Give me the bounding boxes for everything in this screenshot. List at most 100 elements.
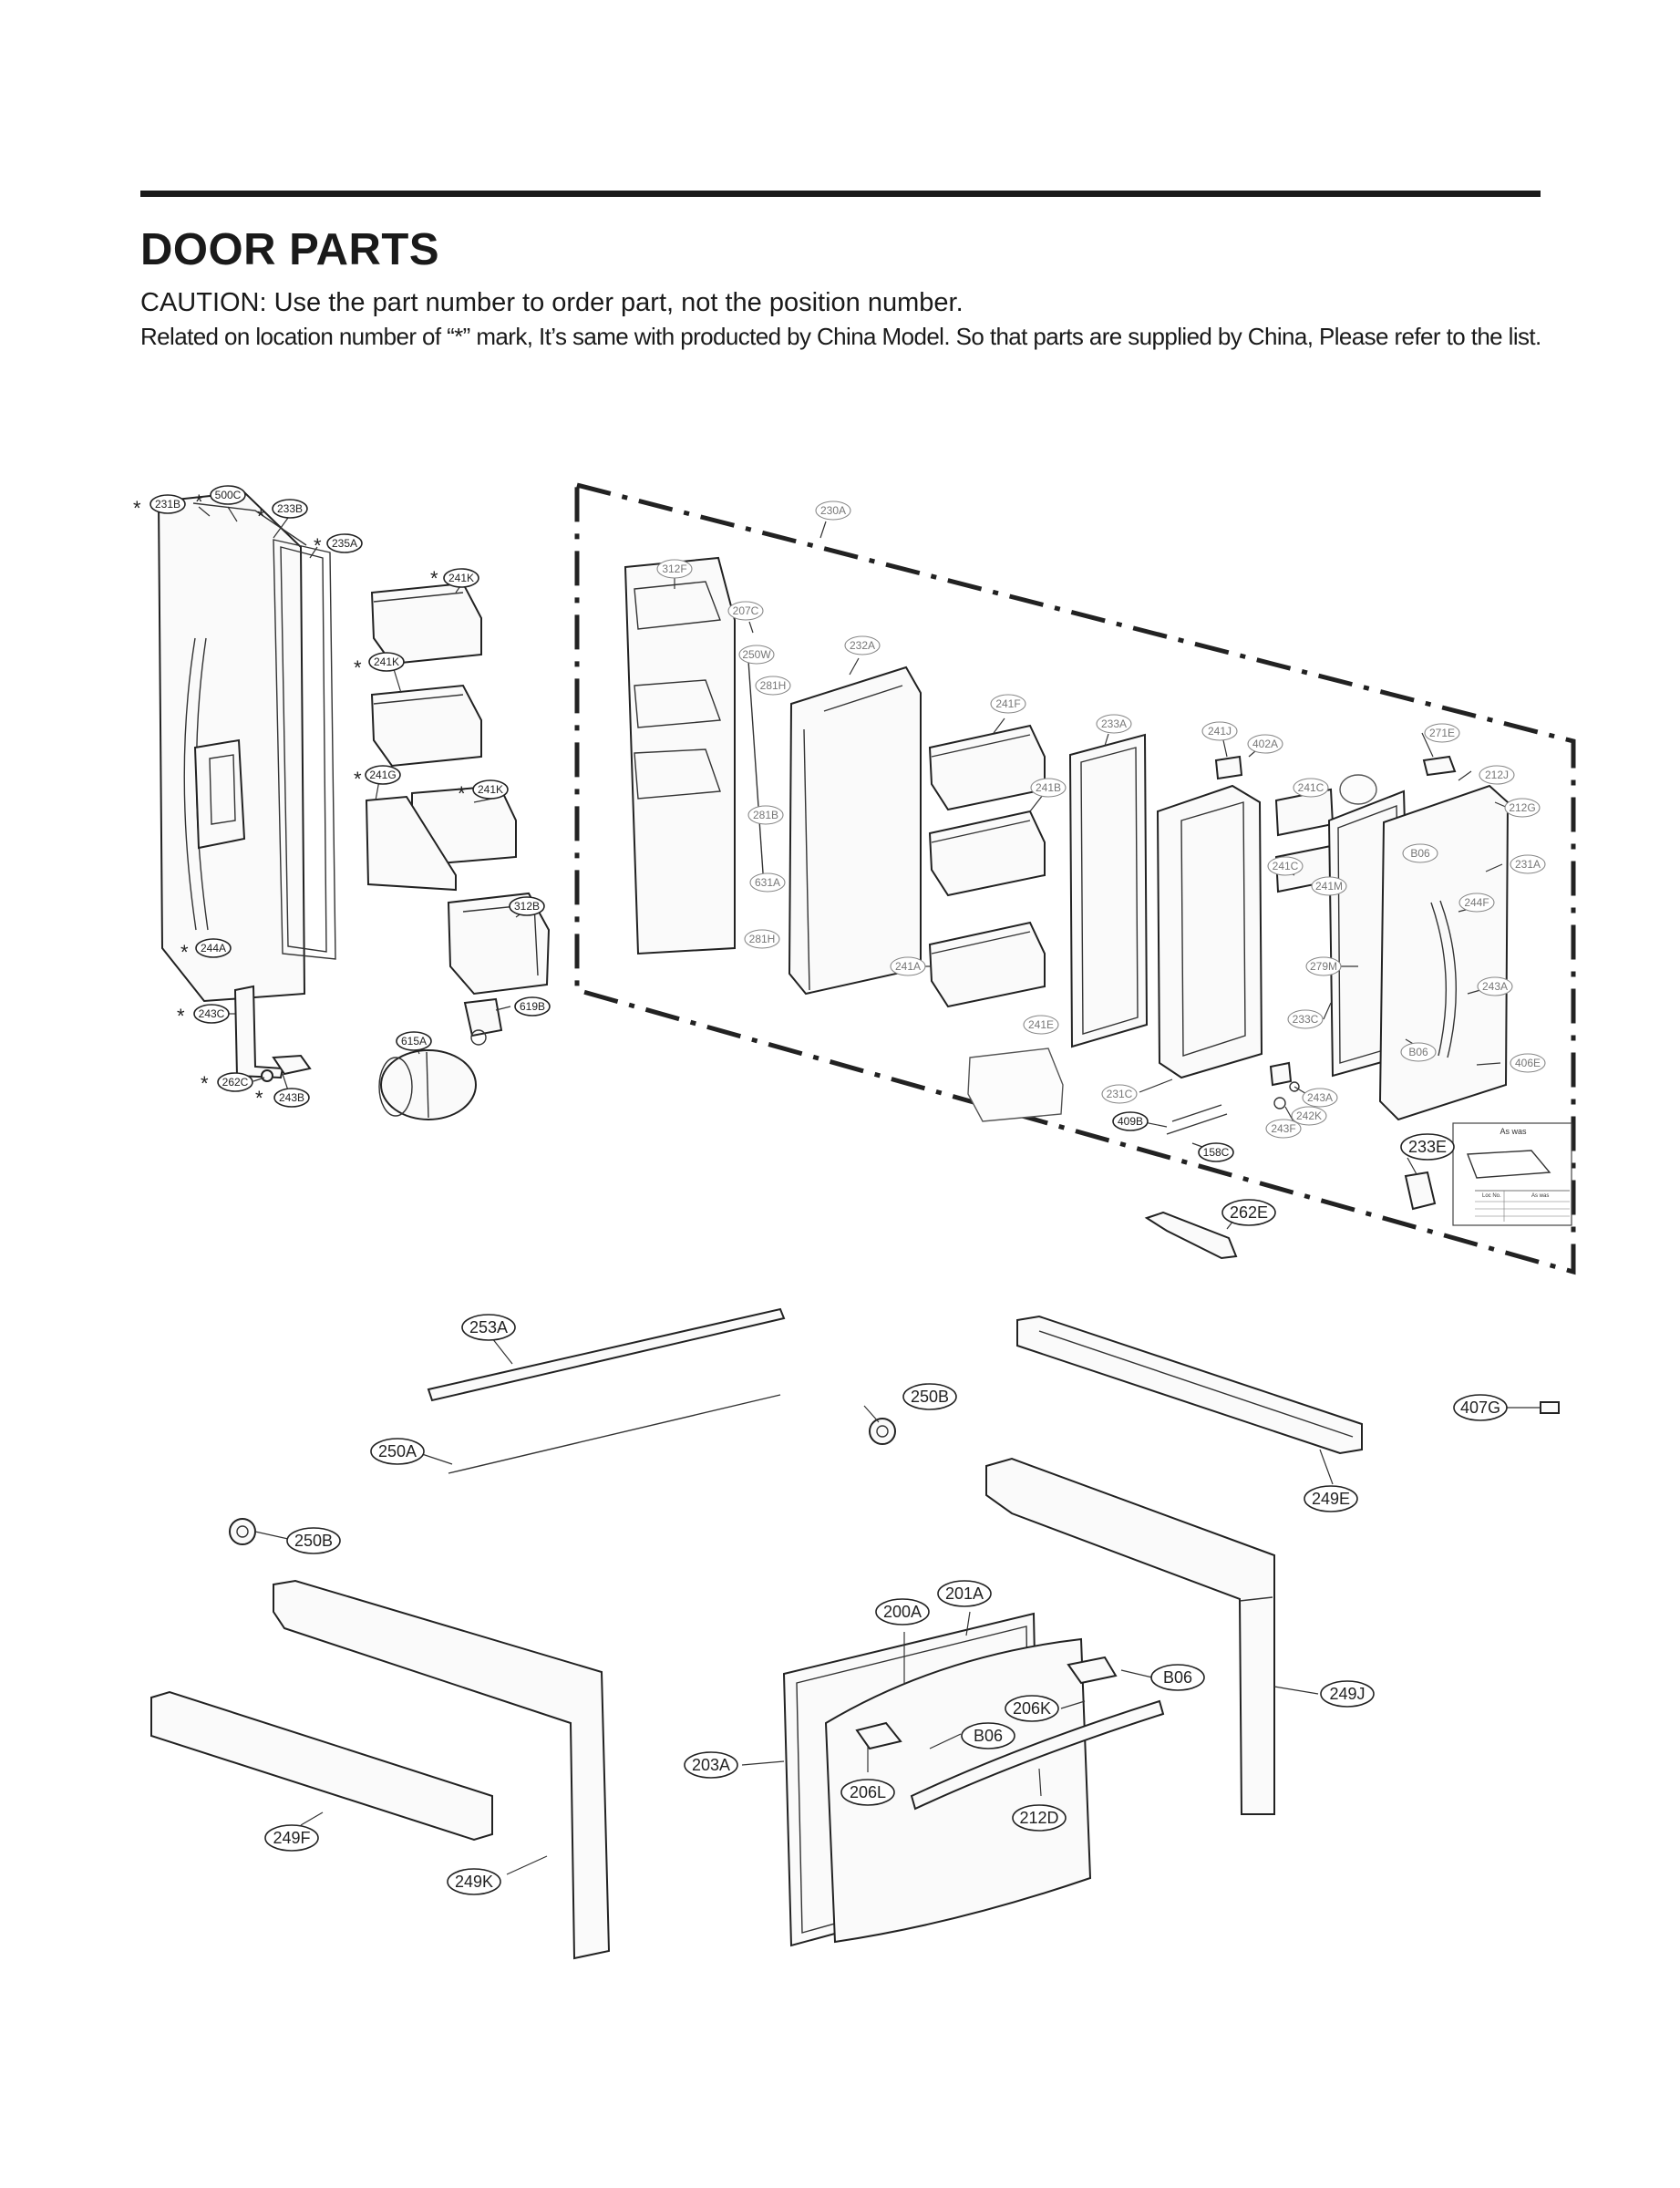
callout-241B[interactable]: 241B <box>1030 778 1067 798</box>
callout-233B[interactable]: 233B <box>272 499 308 519</box>
callout-249E[interactable]: 249E <box>1304 1485 1358 1512</box>
callout-243B[interactable]: 243B <box>273 1088 310 1108</box>
callout-241F[interactable]: 241F <box>990 694 1026 714</box>
callout-407G[interactable]: 407G <box>1453 1394 1508 1421</box>
callout-label: 212D <box>1019 1809 1058 1827</box>
callout-312F[interactable]: 312F <box>656 559 693 579</box>
callout-249F[interactable]: 249F <box>264 1824 319 1852</box>
callout-243C[interactable]: 243C <box>193 1004 230 1024</box>
callout-212D[interactable]: 212D <box>1012 1804 1067 1832</box>
svg-text:*: * <box>133 497 141 520</box>
callout-label: 243F <box>1271 1122 1295 1135</box>
callout-203A[interactable]: 203A <box>684 1751 738 1779</box>
callout-281B[interactable]: 281B <box>747 805 784 825</box>
callout-406E[interactable]: 406E <box>1510 1053 1546 1073</box>
door-bin-241F <box>928 724 1046 811</box>
callout-label: 262C <box>222 1076 249 1089</box>
callout-label: 253A <box>469 1318 508 1337</box>
callout-243F[interactable]: 243F <box>1265 1119 1302 1139</box>
callout-241E[interactable]: 241E <box>1023 1015 1059 1035</box>
callout-layer: 231B 500C 233B 235A 241K 241K 241G 241K 312B 244A… <box>149 485 1546 1895</box>
callout-253A[interactable]: 253A <box>461 1314 516 1341</box>
callout-212G[interactable]: 212G <box>1504 798 1541 818</box>
callout-206K[interactable]: 206K <box>1005 1695 1059 1722</box>
callout-262E[interactable]: 262E <box>1221 1199 1276 1226</box>
callout-235A[interactable]: 235A <box>326 533 363 553</box>
callout-241K[interactable]: 241K <box>368 652 405 672</box>
callout-500C[interactable]: 500C <box>210 485 246 505</box>
callout-250A[interactable]: 250A <box>370 1438 425 1465</box>
callout-244A[interactable]: 244A <box>195 938 232 958</box>
callout-262C[interactable]: 262C <box>217 1072 253 1092</box>
callout-409B[interactable]: 409B <box>1112 1111 1149 1131</box>
water-filter-615A <box>378 1049 477 1120</box>
callout-250B[interactable]: 250B <box>902 1383 957 1410</box>
as-was-reference-box: As was Loc No. As was <box>1452 1122 1572 1226</box>
door-bin-lower <box>365 784 517 892</box>
callout-label: 249K <box>455 1873 493 1891</box>
callout-241J[interactable]: 241J <box>1201 721 1238 741</box>
callout-232A[interactable]: 232A <box>844 635 881 655</box>
callout-312B[interactable]: 312B <box>509 896 545 916</box>
callout-241K[interactable]: 241K <box>472 779 509 800</box>
svg-text:*: * <box>257 505 265 528</box>
callout-231B[interactable]: 231B <box>149 494 186 514</box>
svg-text:*: * <box>354 656 362 679</box>
callout-281H[interactable]: 281H <box>744 929 780 949</box>
callout-label: 244A <box>201 942 226 955</box>
callout-label: 241A <box>895 960 921 973</box>
svg-text:*: * <box>354 768 362 790</box>
callout-249K[interactable]: 249K <box>447 1868 501 1895</box>
callout-label: 281H <box>749 933 776 945</box>
door-bin-241A <box>928 921 1046 1008</box>
svg-text:*: * <box>201 1072 209 1095</box>
dispenser-housing-232A <box>788 666 922 996</box>
callout-241A[interactable]: 241A <box>890 956 926 976</box>
callout-402A[interactable]: 402A <box>1247 734 1283 754</box>
callout-244F[interactable]: 244F <box>1458 893 1495 913</box>
callout-281H[interactable]: 281H <box>755 676 791 696</box>
callout-206L[interactable]: 206L <box>840 1779 895 1806</box>
callout-619B[interactable]: 619B <box>514 996 551 1017</box>
callout-B06[interactable]: B06 <box>1400 1042 1437 1062</box>
inner-door-assembly-boundary <box>574 481 1576 1275</box>
callout-212J[interactable]: 212J <box>1479 765 1515 785</box>
callout-label: 500C <box>215 489 242 501</box>
callout-207C[interactable]: 207C <box>727 601 764 621</box>
callout-241M[interactable]: 241M <box>1311 876 1347 896</box>
callout-label: 243A <box>1307 1091 1333 1104</box>
callout-201A[interactable]: 201A <box>937 1580 992 1607</box>
callout-242K[interactable]: 242K <box>1291 1106 1327 1126</box>
callout-631A[interactable]: 631A <box>749 872 786 893</box>
callout-271E[interactable]: 271E <box>1424 723 1460 743</box>
callout-233C[interactable]: 233C <box>1287 1009 1324 1029</box>
callout-615A[interactable]: 615A <box>396 1031 432 1051</box>
callout-231A[interactable]: 231A <box>1510 854 1546 874</box>
callout-250B[interactable]: 250B <box>286 1527 341 1554</box>
callout-279M[interactable]: 279M <box>1305 956 1342 976</box>
fastener-409B <box>1166 1104 1228 1135</box>
callout-label: 262E <box>1230 1203 1268 1222</box>
callout-241C[interactable]: 241C <box>1267 856 1304 876</box>
callout-231C[interactable]: 231C <box>1101 1084 1138 1104</box>
callout-B06[interactable]: B06 <box>1402 843 1438 863</box>
callout-241C[interactable]: 241C <box>1293 778 1329 798</box>
callout-200A[interactable]: 200A <box>875 1598 930 1626</box>
callout-233E[interactable]: 233E <box>1400 1133 1455 1161</box>
callout-249J[interactable]: 249J <box>1320 1680 1375 1708</box>
callout-243A[interactable]: 243A <box>1302 1088 1338 1108</box>
callout-241G[interactable]: 241G <box>365 765 401 785</box>
water-fitting-233E <box>1404 1171 1437 1211</box>
callout-label: 402A <box>1252 738 1278 750</box>
callout-230A[interactable]: 230A <box>815 501 851 521</box>
callout-label: 241K <box>374 655 399 668</box>
callout-label: 619B <box>520 1000 545 1013</box>
callout-label: 241J <box>1208 725 1232 738</box>
callout-233A[interactable]: 233A <box>1096 714 1132 734</box>
callout-158C[interactable]: 158C <box>1198 1142 1234 1162</box>
callout-B06[interactable]: B06 <box>1150 1664 1205 1691</box>
callout-B06[interactable]: B06 <box>961 1722 1015 1749</box>
callout-250W[interactable]: 250W <box>738 645 775 665</box>
callout-243A[interactable]: 243A <box>1477 976 1513 996</box>
callout-241K[interactable]: 241K <box>443 568 479 588</box>
